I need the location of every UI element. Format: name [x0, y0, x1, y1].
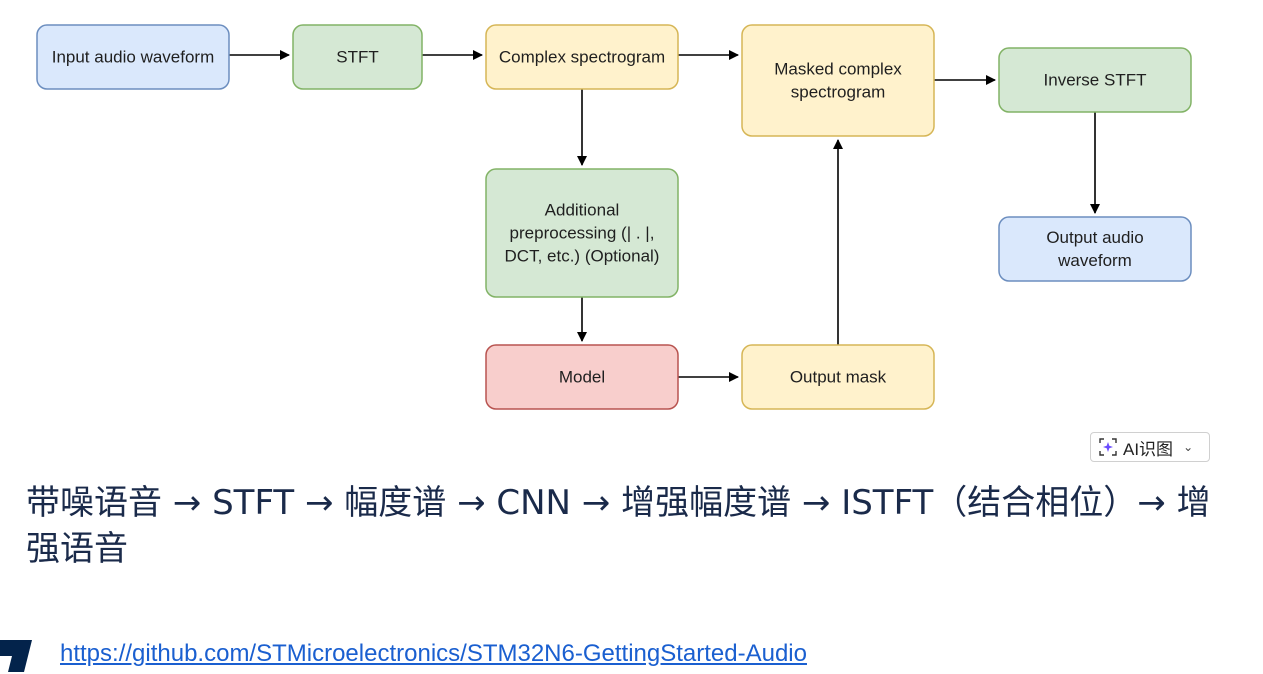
node-mask: Output mask [741, 344, 935, 410]
node-model-box [485, 344, 679, 410]
chevron-down-icon[interactable]: ⌄ [1183, 440, 1194, 454]
sparkle-scan-icon [1099, 438, 1117, 456]
node-complex-label: Complex spectrogram [499, 48, 665, 67]
ai-recognize-label: AI识图 [1123, 439, 1174, 459]
node-input-label: Input audio waveform [52, 48, 215, 67]
node-output_audio-label: waveform [1057, 251, 1132, 270]
node-istft: Inverse STFT [998, 47, 1192, 113]
flow-diagram: Input audio waveform STFT Complex spectrog… [36, 24, 1192, 410]
node-masked-box [741, 24, 935, 137]
node-complex-box [485, 24, 679, 90]
node-output_audio-label: Output audio [1046, 228, 1143, 247]
node-istft-label: Inverse STFT [1044, 71, 1147, 90]
node-model: Model [485, 344, 679, 410]
node-complex: Complex spectrogram [485, 24, 679, 90]
node-mask-box [741, 344, 935, 410]
node-input: Input audio waveform [36, 24, 230, 90]
node-preproc: Additional preprocessing (| . |, DCT, etc.… [485, 168, 679, 298]
node-preproc-label: Additional [545, 201, 620, 220]
node-masked-label: spectrogram [791, 83, 885, 102]
node-istft-box [998, 47, 1192, 113]
node-stft: STFT [292, 24, 423, 90]
node-mask-label: Output mask [790, 368, 887, 387]
node-stft-label: STFT [336, 48, 379, 67]
node-model-label: Model [559, 368, 605, 387]
github-repo-link[interactable]: https://github.com/STMicroelectronics/ST… [60, 640, 807, 667]
node-preproc-label: preprocessing (| . |, [510, 224, 655, 243]
node-masked-label: Masked complex [774, 60, 902, 79]
node-output_audio: Output audio waveform [998, 216, 1192, 282]
node-masked: Masked complex spectrogram [741, 24, 935, 137]
node-input-box [36, 24, 230, 90]
node-preproc-box [485, 168, 679, 298]
st-logo-icon [0, 640, 32, 672]
ai-recognize-button[interactable]: AI识图 ⌄ [1090, 432, 1210, 462]
node-stft-box [292, 24, 423, 90]
node-output_audio-box [998, 216, 1192, 282]
node-preproc-label: DCT, etc.) (Optional) [505, 247, 660, 266]
pipeline-caption: 带噪语音 → STFT → 幅度谱 → CNN → 增强幅度谱 → ISTFT（… [26, 483, 1211, 569]
